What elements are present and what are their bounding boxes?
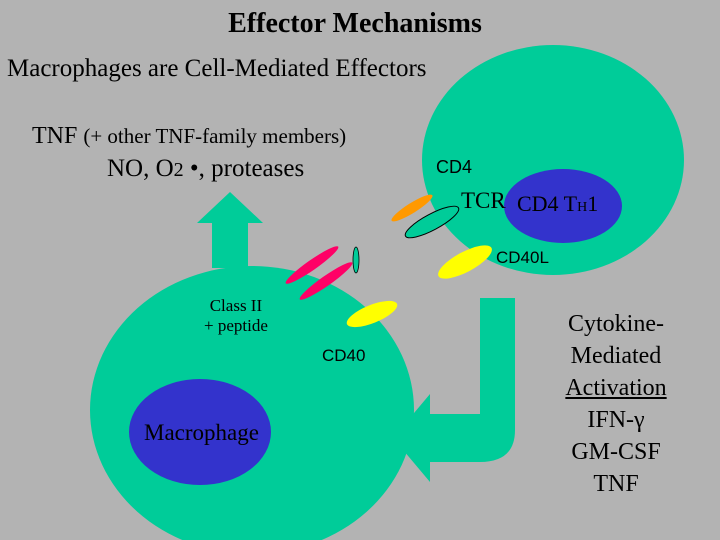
t-cell-nucleus-label: CD4 TH1 — [517, 193, 598, 215]
cd40l-ligand — [438, 245, 492, 279]
peptide — [352, 246, 360, 274]
tcr-receptor — [391, 194, 433, 222]
class-ii-receptor-b — [299, 262, 353, 300]
tnf-label: TNF (+ other TNF-family members) — [32, 124, 346, 148]
cytokine-tnf: TNF — [593, 471, 639, 497]
cytokine-line3: Activation — [565, 375, 667, 401]
tnf-text: TNF — [32, 123, 78, 149]
macrophage-nucleus-label: Macrophage — [144, 420, 259, 445]
activation-arrow — [393, 298, 515, 482]
t-cell-nucleus — [504, 169, 622, 243]
class-ii-line2: + peptide — [204, 315, 268, 335]
cd40-label: CD40 — [322, 346, 366, 365]
cd4-label: CD4 — [436, 157, 473, 177]
th1-main: CD4 T — [517, 191, 578, 216]
tcr-label: TCR — [461, 188, 506, 213]
o2-subscript: 2 — [173, 159, 184, 181]
cytokine-list: Cytokine- Mediated Activation IFN-γ GM-C… — [548, 308, 684, 500]
cytokine-line1: Cytokine- — [568, 311, 664, 337]
cytokine-gm-csf: GM-CSF — [571, 439, 661, 465]
cd40l-label: CD40L — [496, 248, 549, 267]
page-subtitle: Macrophages are Cell-Mediated Effectors — [7, 55, 427, 82]
page-title: Effector Mechanisms — [228, 8, 482, 39]
cd40-receptor — [346, 300, 398, 328]
tnf-note: (+ other TNF-family members) — [83, 124, 347, 148]
no-prefix: NO, O — [107, 155, 174, 182]
th1-sub: H — [577, 200, 588, 215]
tcr-coreceptor — [404, 205, 460, 239]
cytokine-line2: Mediated — [570, 343, 662, 369]
class-ii-line1: Class II — [209, 296, 263, 315]
effector-products-label: NO, O2 •, proteases — [107, 156, 304, 181]
class-ii-receptor-a — [285, 246, 339, 284]
th1-end: 1 — [587, 191, 599, 216]
secretion-arrow — [197, 192, 263, 268]
class-ii-label: Class II + peptide — [204, 296, 268, 335]
cytokine-ifn-gamma: IFN-γ — [587, 407, 645, 433]
no-suffix: •, proteases — [183, 155, 305, 182]
macrophage-nucleus — [129, 379, 271, 485]
